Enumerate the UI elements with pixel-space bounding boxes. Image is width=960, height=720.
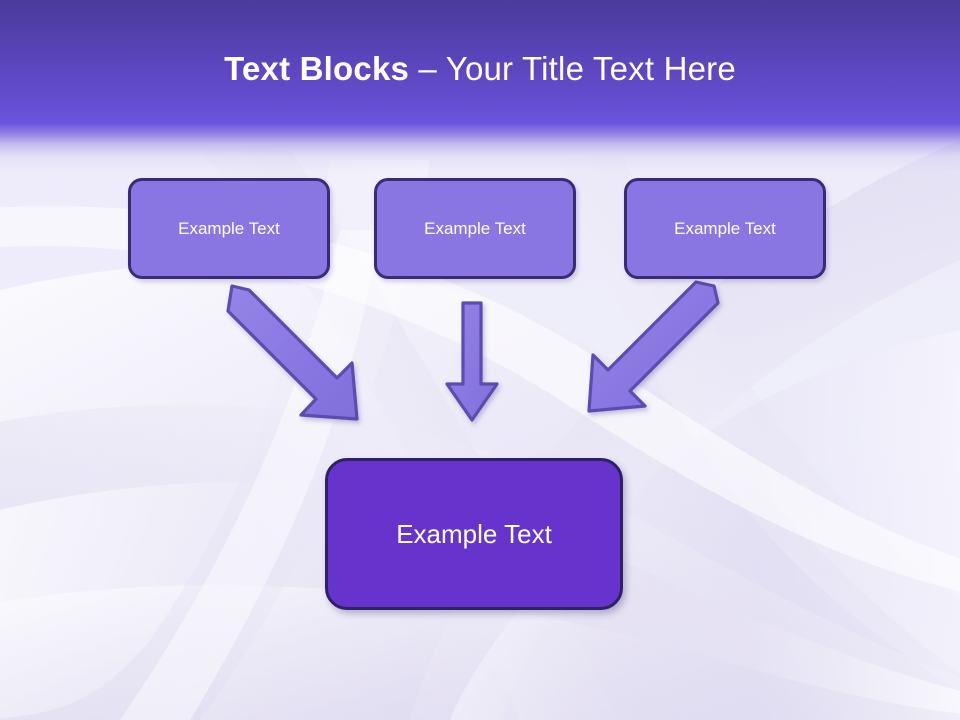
text-block-3-label: Example Text	[674, 218, 776, 238]
main-text-block-label: Example Text	[396, 518, 552, 549]
arrow-right-diagonal	[587, 280, 720, 413]
arrow-middle-vertical	[445, 301, 499, 422]
arrow-left-diagonal	[226, 284, 359, 421]
text-block-3[interactable]: Example Text	[624, 178, 826, 279]
main-text-block[interactable]: Example Text	[325, 458, 623, 610]
page-title: Text Blocks – Your Title Text Here	[0, 48, 960, 90]
text-block-2-label: Example Text	[424, 218, 526, 238]
page-title-separator: –	[409, 50, 446, 87]
page-title-bold: Text Blocks	[224, 50, 410, 87]
page-title-regular: Your Title Text Here	[445, 50, 736, 87]
text-block-1-label: Example Text	[178, 218, 280, 238]
header-band	[0, 0, 960, 180]
text-block-1[interactable]: Example Text	[128, 178, 330, 279]
text-block-2[interactable]: Example Text	[374, 178, 576, 279]
